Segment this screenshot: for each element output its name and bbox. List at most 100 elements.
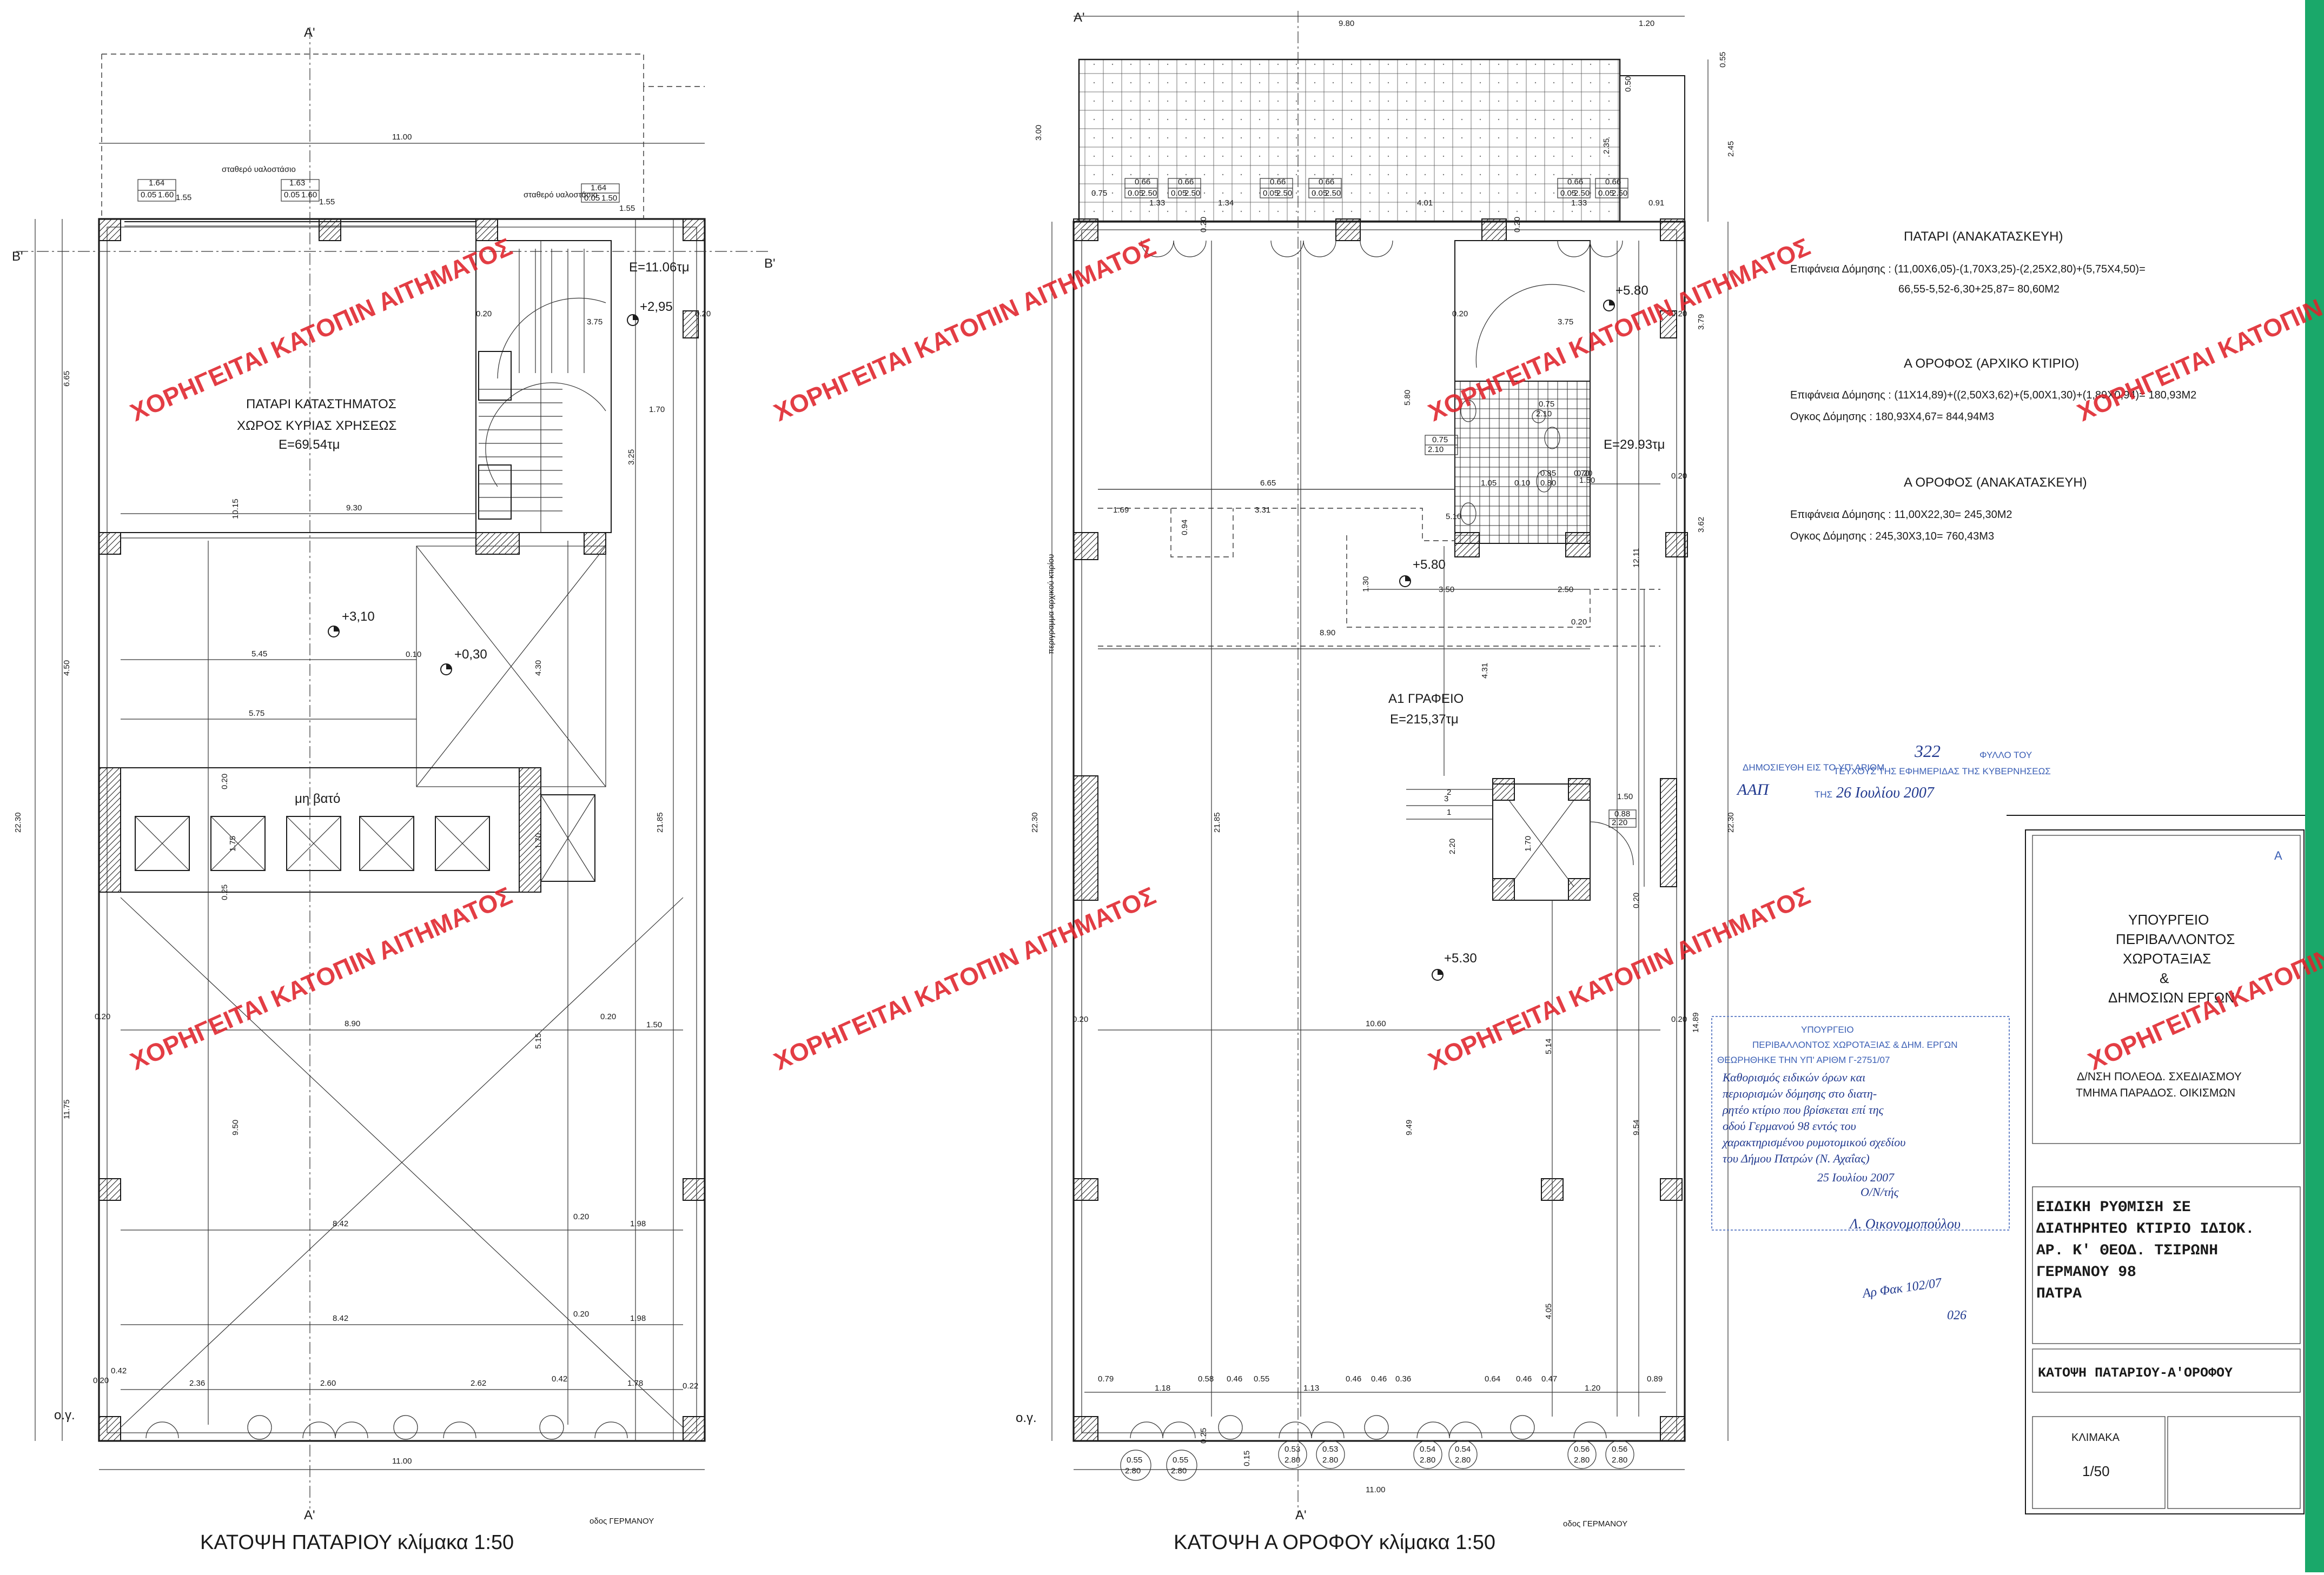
dim: 0.05 bbox=[141, 190, 156, 200]
dim: 0.66 bbox=[1270, 177, 1286, 187]
dim: 0.05 bbox=[1312, 189, 1327, 198]
dim: 1.33 bbox=[1149, 198, 1165, 208]
dim: 0.20 bbox=[1513, 217, 1522, 232]
handwritten-line: ρητέο κτίριο που βρίσκεται επί της bbox=[1722, 1103, 1884, 1117]
watermark: ΧΟΡΗΓΕΙΤΑΙ ΚΑΤΟΠΙΝ ΑΙΤΗΜΑΤΟΣ bbox=[770, 881, 1160, 1075]
dim: 0.05 bbox=[1128, 189, 1143, 198]
dim: 2.45 bbox=[1726, 141, 1736, 157]
ministry-line: ΧΩΡΟΤΑΞΙΑΣ bbox=[2123, 951, 2211, 967]
dim: 0.25 bbox=[1199, 1428, 1208, 1444]
dim: 0.54 bbox=[1455, 1445, 1471, 1454]
handwritten-signature: Λ. Οικονομοπούλου bbox=[1848, 1216, 1961, 1232]
watermark: ΧΟΡΗΓΕΙΤΑΙ ΚΑΤΟΠΙΝ ΑΙΤΗΜΑΤΟΣ bbox=[126, 881, 516, 1075]
dim: 0.55 bbox=[1127, 1456, 1142, 1465]
ground-line-label: ο.γ. bbox=[1016, 1411, 1037, 1425]
dim: 2.80 bbox=[1322, 1456, 1338, 1465]
dim: 1.34 bbox=[1218, 198, 1234, 208]
street-label: οδος ΓΕΡΜΑΝΟΥ bbox=[590, 1517, 654, 1526]
dim: 0.56 bbox=[1574, 1445, 1590, 1454]
dim: 2.50 bbox=[1184, 189, 1200, 198]
dim: 0.20 bbox=[1452, 309, 1468, 318]
dim: 11.00 bbox=[392, 132, 412, 142]
dim: 0.20 bbox=[1072, 1015, 1088, 1024]
dim: 2.20 bbox=[1612, 818, 1627, 827]
dim: 0.20 bbox=[600, 1012, 616, 1021]
gazette-line: ΔΗΜΟΣΙΕΥΘΗ ΕΙΣ ΤΟ ΥΠ' ΑΡΙΘΜ bbox=[1743, 762, 1884, 773]
street-label: οδος ΓΕΡΜΑΝΟΥ bbox=[1563, 1519, 1627, 1529]
dim: 4.31 bbox=[1480, 663, 1489, 679]
dim: 1.98 bbox=[630, 1314, 646, 1323]
calc-heading: Α ΟΡΟΦΟΣ (ΑΡΧΙΚΟ ΚΤΙΡΙΟ) bbox=[1904, 356, 2079, 371]
room-area: E=215,37τμ bbox=[1390, 712, 1459, 727]
handwritten-line: περιορισμών δόμησης στο διατη- bbox=[1723, 1087, 1877, 1100]
dim: 0.75 bbox=[1539, 400, 1554, 409]
room-name: ΠΑΤΑΡΙ ΚΑΤΑΣΤΗΜΑΤΟΣ bbox=[246, 397, 396, 411]
dim: 0.20 bbox=[1671, 471, 1687, 481]
dim: 1.55 bbox=[176, 193, 191, 202]
dim: 0.10 bbox=[406, 650, 421, 659]
dim: 8.90 bbox=[1320, 628, 1335, 637]
stair-area: E=11.06τμ bbox=[629, 260, 690, 275]
void-label: μη βατό bbox=[295, 792, 340, 806]
dim: 0.66 bbox=[1135, 177, 1150, 187]
handwritten-line: χαρακτηρισμένου ρυμοτομικού σχεδίου bbox=[1722, 1135, 1905, 1149]
first-floor-plan bbox=[1051, 11, 1729, 1514]
dim: 0.20 bbox=[1671, 309, 1687, 318]
section-b-right: B' bbox=[764, 256, 776, 271]
subject-line: ΑΡ. Κ' ΘΕΟΔ. ΤΣΙΡΩΝΗ bbox=[2036, 1242, 2218, 1259]
dim: 11.75 bbox=[62, 1100, 71, 1119]
dim: 0.20 bbox=[573, 1310, 589, 1319]
subject-line: ΠΑΤΡΑ bbox=[2036, 1286, 2082, 1302]
file-number-note: 026 bbox=[1947, 1308, 1967, 1323]
dim: 0.58 bbox=[1198, 1374, 1214, 1384]
corner-mark: Α bbox=[2274, 849, 2282, 862]
dim: 0.20 bbox=[93, 1376, 109, 1385]
dim: 0.20 bbox=[1571, 617, 1587, 627]
dim: 14.89 bbox=[1691, 1012, 1700, 1033]
dim: 10.60 bbox=[1366, 1019, 1386, 1028]
dim: 1.55 bbox=[319, 197, 335, 207]
dim: 3.50 bbox=[1439, 585, 1454, 594]
dim: 22.30 bbox=[1030, 812, 1039, 833]
dim: 3.75 bbox=[587, 317, 602, 327]
dim: 1.64 bbox=[591, 183, 606, 192]
dim: 0.20 bbox=[95, 1012, 110, 1021]
dim: 1.50 bbox=[1617, 792, 1633, 801]
level-marker-icon bbox=[328, 626, 340, 637]
dim: 1.30 bbox=[1361, 576, 1370, 592]
calc-line: Ογκος Δόμησης : 180,93X4,67= 844,94M3 bbox=[1790, 411, 1994, 423]
dim: 2.80 bbox=[1285, 1456, 1300, 1465]
section-a-top: A' bbox=[1074, 10, 1085, 25]
dim: 1.69 bbox=[1113, 506, 1129, 515]
dim: 3 bbox=[1444, 794, 1448, 803]
dim: 0.75 bbox=[1091, 189, 1107, 198]
dim: 0.05 bbox=[584, 194, 600, 203]
dim: 3.62 bbox=[1697, 517, 1706, 533]
dim: 9.80 bbox=[1339, 19, 1354, 28]
dim: 5.14 bbox=[1544, 1039, 1553, 1054]
dim: 0.66 bbox=[1567, 177, 1583, 187]
dim: 0.20 bbox=[573, 1212, 589, 1221]
existing-outline-label: περιγραμμα αρχικού κτιρίου bbox=[1047, 554, 1056, 654]
first-floor-labels: Α1 ΓΡΑΦΕΙΟ E=215,37τμ E=29.93τμ περιγραμ… bbox=[1016, 10, 1736, 1554]
dim: 0.47 bbox=[1541, 1374, 1557, 1384]
dim: 0.46 bbox=[1516, 1374, 1532, 1384]
dim: 6.65 bbox=[62, 371, 71, 387]
ministry-line: ΠΕΡΙΒΑΛΛΟΝΤΟΣ bbox=[2116, 931, 2235, 947]
gazette-date: 26 Ιουλίου 2007 bbox=[1836, 785, 1935, 801]
dim: 5.15 bbox=[534, 1033, 543, 1049]
dim: 8.90 bbox=[345, 1019, 360, 1028]
calc-heading: ΠΑΤΑΡΙ (ΑΝΑΚΑΤΑΣΚΕΥΗ) bbox=[1904, 229, 2063, 244]
dim: 2.80 bbox=[1125, 1466, 1141, 1476]
dim: 21.85 bbox=[1213, 812, 1222, 833]
dim: 1.98 bbox=[630, 1219, 646, 1228]
subject-line: ΔΙΑΤΗΡΗΤΕΟ ΚΤΙΡΙΟ ΙΔΙΟΚ. bbox=[2036, 1221, 2254, 1238]
dim: 2.50 bbox=[1325, 189, 1341, 198]
dim: 11.00 bbox=[392, 1457, 412, 1466]
dim: 9.50 bbox=[231, 1120, 240, 1135]
dim: 1.63 bbox=[289, 178, 305, 188]
fixed-glazing-label: σταθερό υαλοστάσιο bbox=[222, 165, 296, 174]
dim: 1.75 bbox=[228, 836, 237, 852]
room-area: E=69.54τμ bbox=[279, 437, 340, 452]
